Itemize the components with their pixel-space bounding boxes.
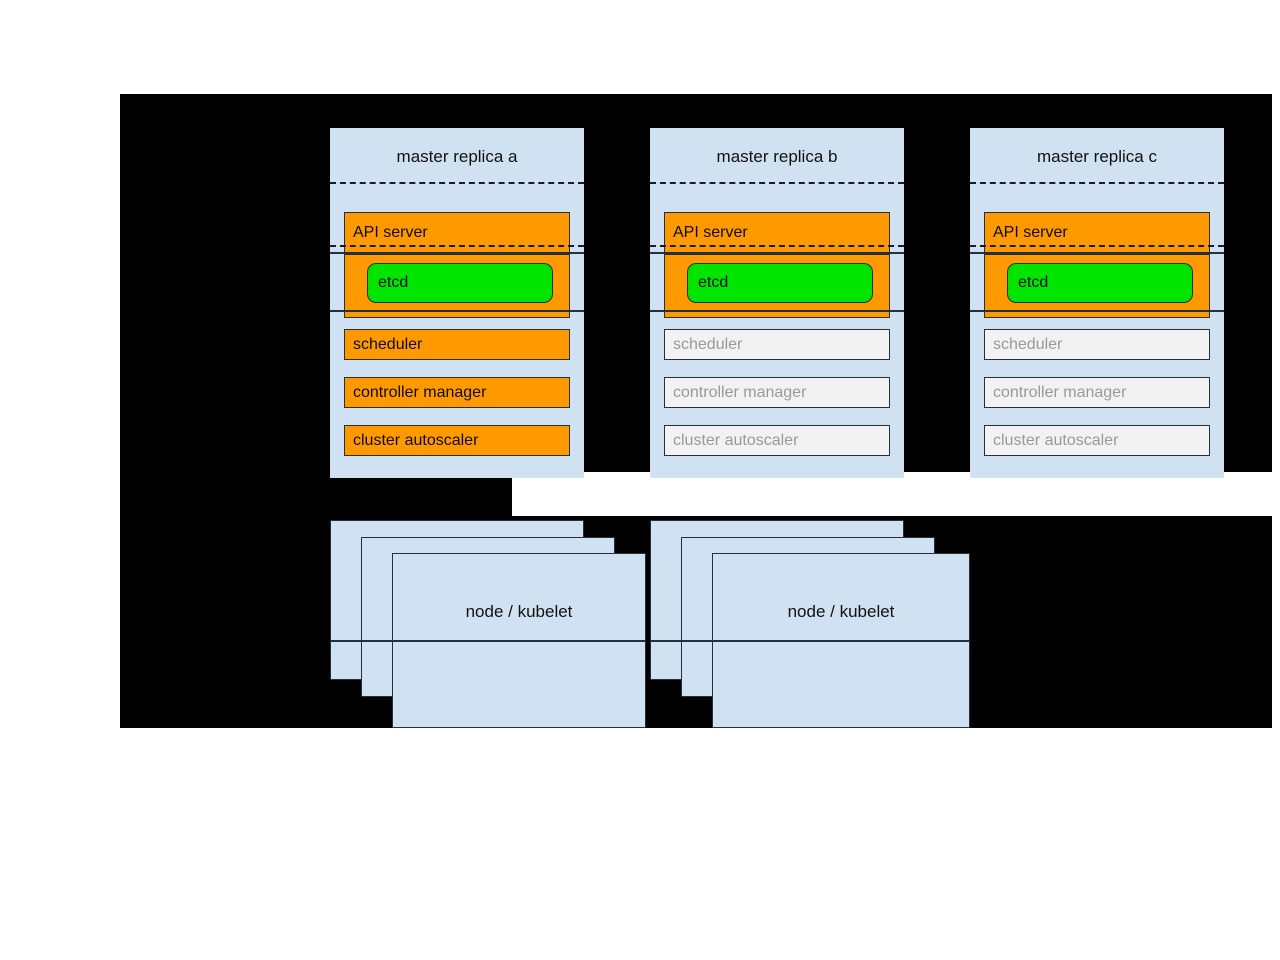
- backdrop-notch-left: [120, 472, 512, 516]
- component-cluster-autoscaler[interactable]: cluster autoscaler: [344, 425, 570, 456]
- component-controller-manager[interactable]: controller manager: [984, 377, 1210, 408]
- component-cluster-autoscaler[interactable]: cluster autoscaler: [664, 425, 890, 456]
- component-scheduler[interactable]: scheduler: [984, 329, 1210, 360]
- component-label: scheduler: [673, 335, 743, 353]
- replica-rule-upper: [970, 252, 1224, 254]
- replica-divider-top: [970, 182, 1224, 184]
- replica-divider-mid: [330, 245, 584, 247]
- master-replica-b[interactable]: master replica b API server etcd schedul…: [650, 128, 904, 478]
- component-label: scheduler: [993, 335, 1063, 353]
- etcd-host-box: etcd: [664, 254, 890, 318]
- etcd-box[interactable]: etcd: [687, 263, 873, 303]
- component-scheduler[interactable]: scheduler: [344, 329, 570, 360]
- etcd-label: etcd: [1018, 274, 1049, 291]
- node-label: node / kubelet: [787, 602, 895, 621]
- etcd-box[interactable]: etcd: [367, 263, 553, 303]
- api-server-box[interactable]: API server: [984, 212, 1210, 254]
- api-server-label: API server: [993, 224, 1068, 241]
- api-server-box[interactable]: API server: [344, 212, 570, 254]
- replica-divider-mid: [970, 245, 1224, 247]
- replica-rule-lower: [330, 310, 584, 312]
- component-cluster-autoscaler[interactable]: cluster autoscaler: [984, 425, 1210, 456]
- replica-rule-lower: [650, 310, 904, 312]
- component-label: controller manager: [993, 383, 1127, 401]
- node-stack-rule: [330, 640, 646, 642]
- component-scheduler[interactable]: scheduler: [664, 329, 890, 360]
- component-label: controller manager: [353, 383, 487, 401]
- component-label: cluster autoscaler: [993, 431, 1119, 449]
- replica-rule-lower: [970, 310, 1224, 312]
- replica-title: master replica c: [1037, 147, 1157, 166]
- etcd-host-box: etcd: [984, 254, 1210, 318]
- component-label: controller manager: [673, 383, 807, 401]
- replica-rule-upper: [650, 252, 904, 254]
- replica-rule-upper: [330, 252, 584, 254]
- component-controller-manager[interactable]: controller manager: [344, 377, 570, 408]
- node-stack-rule: [650, 640, 970, 642]
- master-replica-a[interactable]: master replica a API server etcd schedul…: [330, 128, 584, 478]
- master-replica-c[interactable]: master replica c API server etcd schedul…: [970, 128, 1224, 478]
- replica-divider-top: [650, 182, 904, 184]
- etcd-label: etcd: [698, 274, 729, 291]
- component-label: cluster autoscaler: [673, 431, 799, 449]
- api-server-label: API server: [353, 224, 428, 241]
- replica-divider-mid: [650, 245, 904, 247]
- etcd-label: etcd: [378, 274, 409, 291]
- etcd-host-box: etcd: [344, 254, 570, 318]
- replica-divider-top: [330, 182, 584, 184]
- api-server-label: API server: [673, 224, 748, 241]
- node-label: node / kubelet: [465, 602, 573, 621]
- component-label: scheduler: [353, 335, 423, 353]
- component-controller-manager[interactable]: controller manager: [664, 377, 890, 408]
- replica-title: master replica a: [396, 147, 518, 166]
- etcd-box[interactable]: etcd: [1007, 263, 1193, 303]
- component-label: cluster autoscaler: [353, 431, 479, 449]
- api-server-box[interactable]: API server: [664, 212, 890, 254]
- replica-title: master replica b: [716, 147, 838, 166]
